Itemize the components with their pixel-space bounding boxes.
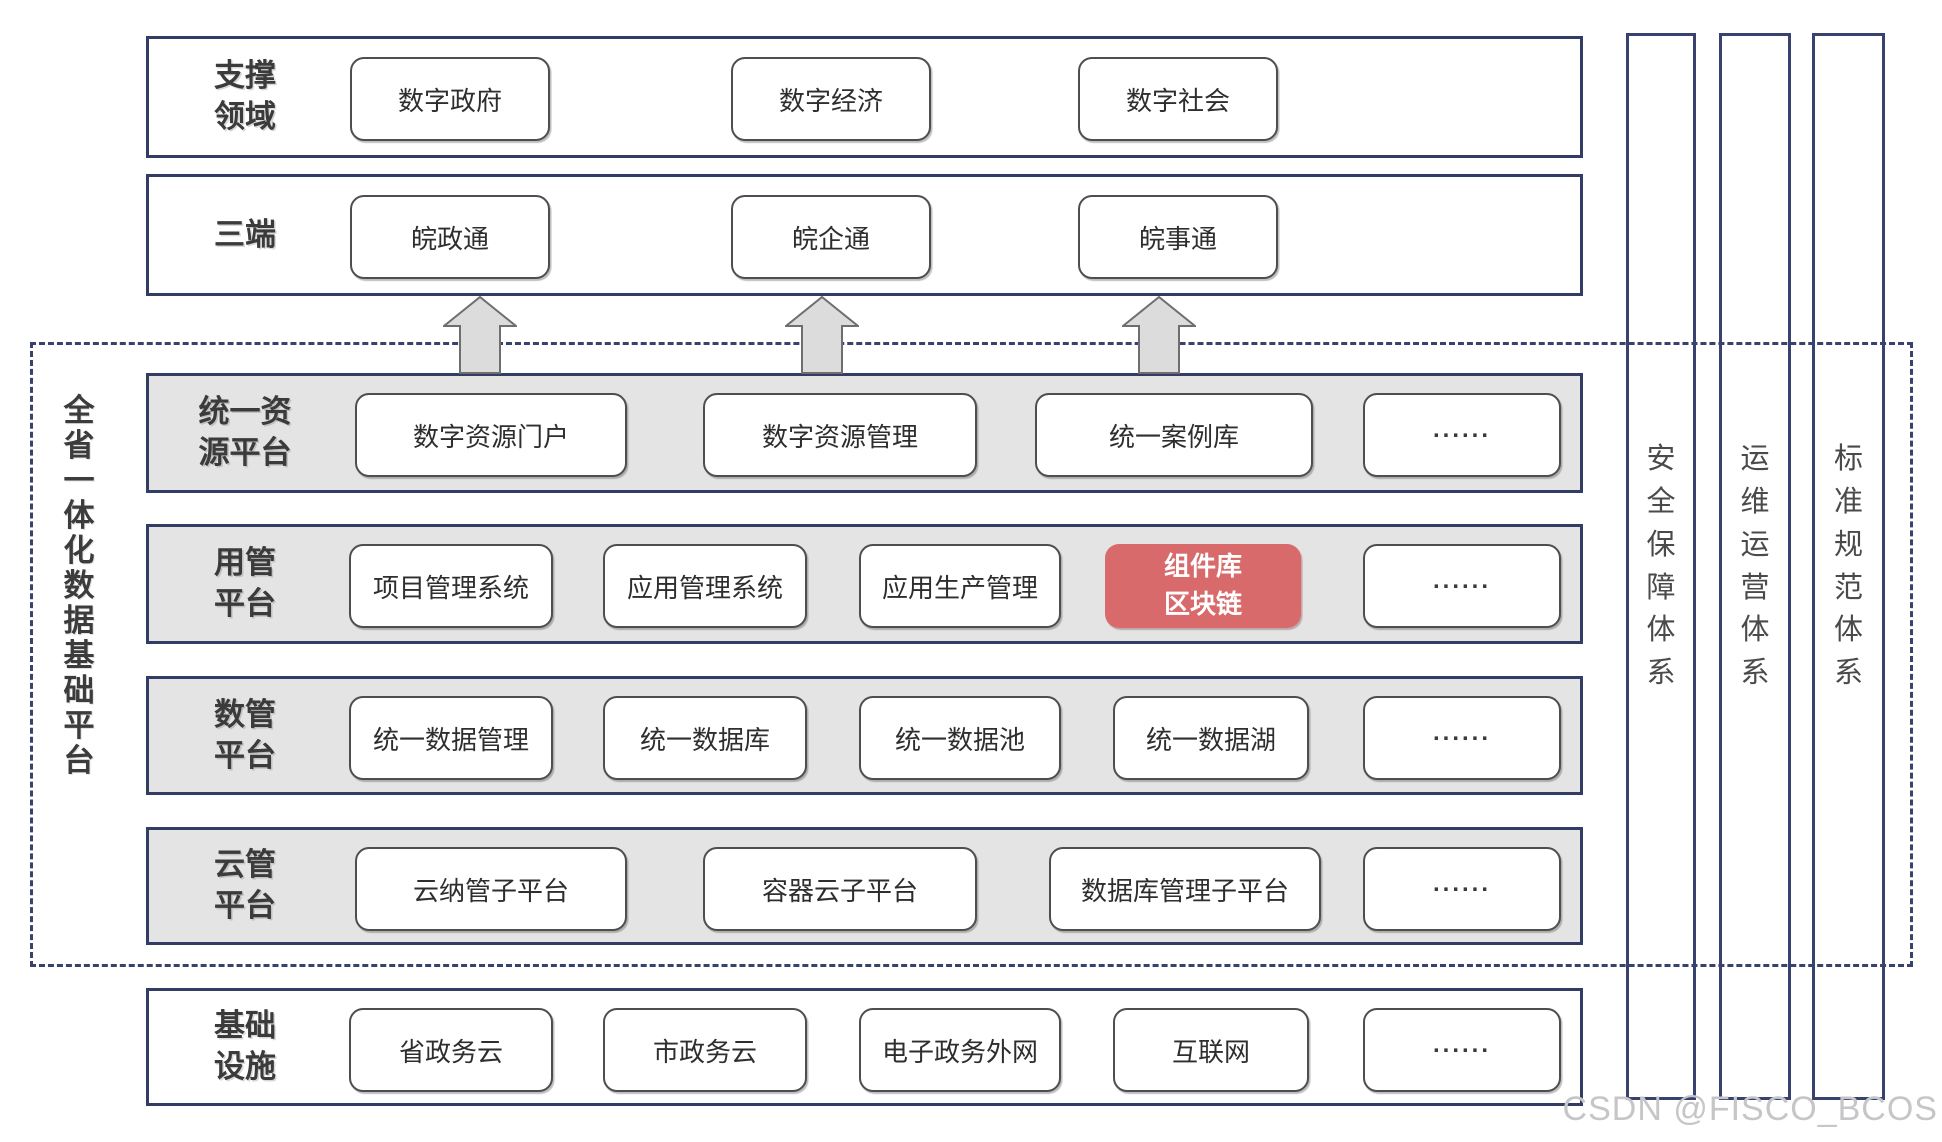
cloud-management-platform-row: 云管 平台 云纳管子平台 容器云子平台 数据库管理子平台 ...... [146,827,1583,945]
up-arrow-icon [1120,295,1198,374]
diagram-box-unified-case-library: 统一案例库 [1035,393,1313,477]
row-label: 三端 [214,216,276,252]
diagram-box-unified-data-lake: 统一数据湖 [1113,696,1309,780]
pillar-title: 安全保障体系 [1646,442,1676,690]
standards-specification-system-pillar: 标准规范体系 [1812,33,1885,1100]
diagram-box-unified-data-pool: 统一数据池 [859,696,1061,780]
pillar-title: 运维运营体系 [1740,442,1770,690]
diagram-box-digital-resource-management: 数字资源管理 [703,393,977,477]
diagram-box-digital-resource-portal: 数字资源门户 [355,393,627,477]
ellipsis-box: ...... [1363,544,1561,628]
diagram-box-project-management-system: 项目管理系统 [349,544,553,628]
row-label: 基础 设施 [214,1008,276,1084]
diagram-box-digital-government: 数字政府 [350,57,550,141]
diagram-box-provincial-gov-cloud: 省政务云 [349,1008,553,1092]
row-label: 数管 平台 [214,696,276,773]
up-arrow-icon [783,295,861,374]
security-assurance-system-pillar: 安全保障体系 [1626,33,1696,1100]
pillar-title: 标准规范体系 [1833,442,1863,690]
diagram-box-database-management-subplatform: 数据库管理子平台 [1049,847,1321,931]
diagram-box-wanzhengtong: 皖政通 [350,195,550,279]
diagram-box-unified-data-management: 统一数据管理 [349,696,553,780]
row-label: 支撑 领域 [214,58,276,134]
diagram-box-city-gov-cloud: 市政务云 [603,1008,807,1092]
ellipsis-box: ...... [1363,847,1561,931]
diagram-box-wanqitong: 皖企通 [731,195,931,279]
infrastructure-row: 基础 设施 省政务云 市政务云 电子政务外网 互联网 ...... [146,988,1583,1106]
usage-management-platform-row: 用管 平台 项目管理系统 应用管理系统 应用生产管理 组件库 区块链 .....… [146,524,1583,644]
diagram-box-egov-extranet: 电子政务外网 [859,1008,1061,1092]
row-label: 用管 平台 [214,545,276,621]
provincial-platform-title: 全省一体化数据基础平台 [63,393,95,779]
diagram-box-container-cloud-subplatform: 容器云子平台 [703,847,977,931]
ellipsis-box: ...... [1363,393,1561,477]
diagram-box-cloud-hosting-subplatform: 云纳管子平台 [355,847,627,931]
diagram-box-digital-economy: 数字经济 [731,57,931,141]
ellipsis-box: ...... [1363,696,1561,780]
diagram-box-internet: 互联网 [1113,1008,1309,1092]
diagram-box-component-library-blockchain: 组件库 区块链 [1105,544,1301,628]
operation-maintenance-system-pillar: 运维运营体系 [1719,33,1791,1100]
row-label: 云管 平台 [214,847,276,923]
diagram-box-wanshitong: 皖事通 [1078,195,1278,279]
ellipsis-box: ...... [1363,1008,1561,1092]
data-management-platform-row: 数管 平台 统一数据管理 统一数据库 统一数据池 统一数据湖 ...... [146,676,1583,795]
three-terminals-row: 三端 皖政通 皖企通 皖事通 [146,174,1583,296]
diagram-box-application-management-system: 应用管理系统 [603,544,807,628]
unified-resource-platform-row: 统一资 源平台 数字资源门户 数字资源管理 统一案例库 ...... [146,373,1583,493]
row-label: 统一资 源平台 [198,394,292,470]
csdn-watermark: CSDN @FISCO_BCOS [1562,1090,1938,1128]
diagram-box-application-production-management: 应用生产管理 [859,544,1061,628]
diagram-box-digital-society: 数字社会 [1078,57,1278,141]
up-arrow-icon [441,295,519,374]
support-domain-row: 支撑 领域 数字政府 数字经济 数字社会 [146,36,1583,158]
diagram-box-unified-database: 统一数据库 [603,696,807,780]
